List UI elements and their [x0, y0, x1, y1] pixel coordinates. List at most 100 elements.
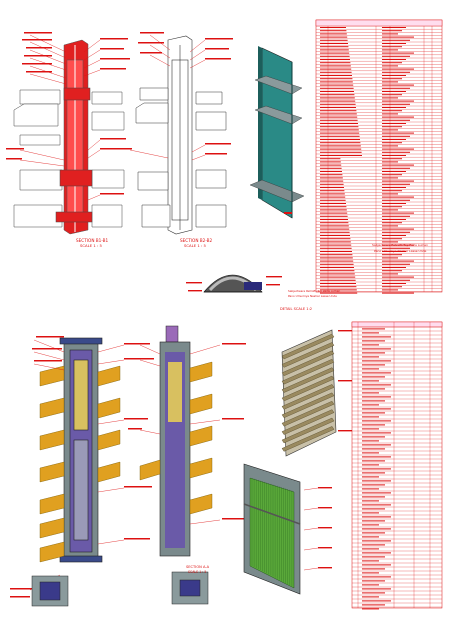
bom-top-row-text — [320, 151, 362, 153]
bom-top-row-text — [382, 151, 410, 153]
bom-top-row-text — [382, 142, 402, 144]
bom-top-row-text — [382, 126, 402, 128]
bom-top-row-text — [382, 231, 410, 233]
bom-top-row-text — [320, 52, 350, 54]
scale-label-b: SCALE 1 : 5 — [184, 243, 206, 248]
bom-bottom-row-text — [362, 372, 391, 374]
outline-annotation-text-blocks — [118, 32, 233, 155]
bom-top-row-text — [382, 135, 410, 137]
bom-top-row-text — [320, 129, 359, 131]
louvre-slat — [281, 400, 335, 427]
bom-top-row-text — [382, 139, 406, 140]
bom-top-row-text — [382, 292, 414, 294]
bom-bottom-row-text — [362, 560, 379, 562]
bom-top-row-text — [320, 59, 350, 60]
section-label-a: SECTION B1-B1 — [76, 238, 109, 243]
bom-top-row-text — [382, 116, 414, 118]
bom-top-row-text — [320, 36, 348, 38]
bom-top-row-text — [382, 39, 410, 41]
bom-top-row-text — [320, 209, 347, 211]
bom-top-row-text — [382, 84, 414, 86]
bom-top-row-text — [382, 171, 406, 172]
bom-top-row-text — [382, 228, 414, 230]
bom-top-row-text — [320, 49, 349, 51]
bom-bottom-row-text — [362, 332, 379, 334]
bom-bottom-row-text — [362, 556, 385, 558]
bom-top-row-text — [320, 235, 350, 236]
bom-top-row-text — [320, 71, 352, 73]
bom-bottom-row-text — [362, 456, 391, 458]
bom-top-row-text — [382, 263, 410, 265]
bom-top-row-text — [382, 174, 402, 176]
louvre-slat — [281, 384, 335, 410]
bom-top-row-text — [320, 145, 361, 147]
bom-top-row-text — [382, 94, 402, 96]
bom-bottom-row-text — [362, 412, 385, 414]
bom-top-row-text — [320, 276, 356, 278]
bom-bottom-row-text — [362, 520, 385, 522]
louvre-slat — [281, 333, 335, 360]
bom-bottom-row-text — [362, 548, 379, 550]
bom-top-row-text — [320, 273, 355, 275]
bom-top-row-text — [382, 36, 414, 38]
bom-top-row-text — [320, 55, 350, 57]
bom-top-row-text — [320, 139, 360, 140]
louvre-slat — [281, 417, 335, 444]
bom-top-row-text — [320, 219, 348, 220]
bom-bottom-row-text — [362, 400, 385, 402]
bom-top-row-text — [382, 196, 414, 198]
bom-top-row-text — [320, 270, 355, 272]
bom-top-row-text — [320, 167, 342, 169]
bom-bottom-row-text — [362, 344, 379, 346]
bom-top-row-text — [382, 247, 410, 249]
teal-panel-isometric — [249, 46, 305, 219]
bom-bottom-row-text — [362, 500, 379, 502]
bom-top-row-text — [320, 247, 352, 249]
bom-bottom-row-text — [362, 516, 391, 518]
bom-top-row-text — [320, 43, 348, 44]
green-panel-lines — [251, 478, 293, 586]
bom-bottom-row-text — [362, 592, 385, 594]
bom-top-row-text — [382, 110, 402, 112]
bom-bottom-row-text — [362, 396, 391, 398]
bom-bottom-row-text — [362, 368, 379, 370]
bom-top-row-text — [382, 27, 406, 28]
bom-top-row-text — [320, 110, 357, 112]
bom-bottom-row-text — [362, 532, 385, 534]
bom-bottom-row-text — [362, 392, 379, 394]
bom-top-row-text — [320, 94, 355, 96]
bom-top-row-text — [320, 244, 352, 246]
louvre-slat — [281, 426, 335, 452]
bom-top-row-text — [320, 103, 356, 105]
bom-bottom-row-text — [362, 568, 385, 570]
bom-bottom-row-text — [362, 364, 385, 366]
bom-top-row-text — [382, 187, 406, 188]
bom-top-row-text — [320, 119, 358, 121]
section-drawing-colored — [10, 336, 209, 607]
bom-top-row-text — [382, 43, 406, 44]
louvre-slat — [281, 350, 335, 377]
bom-bottom-row-text — [362, 380, 379, 382]
bom-bottom-row-text — [362, 424, 385, 426]
bom-top-row-text — [382, 59, 406, 60]
bom-top-row-text — [320, 75, 352, 76]
bom-top-row-text — [320, 62, 351, 64]
bom-bottom-row-text — [362, 496, 385, 498]
bom-top-row-text — [320, 155, 362, 156]
bom-top-row-text — [382, 68, 414, 70]
bom-bottom-row-text — [362, 480, 391, 482]
bom-top-row-text — [320, 158, 341, 160]
bom-top-row-text — [320, 251, 352, 252]
bom-top-row-text — [382, 155, 406, 156]
bom-bottom-row-text — [362, 408, 391, 410]
bom-top-row-text — [320, 187, 344, 188]
bom-top-row-text — [320, 283, 356, 284]
bom-bottom-row-text — [362, 524, 379, 526]
colored-louvre-blades — [39, 365, 121, 563]
bom-top-row-text — [320, 203, 346, 204]
bom-top-row-text — [382, 267, 406, 268]
bom-top-row-text — [320, 206, 347, 208]
bom-bottom-row-text — [362, 460, 385, 462]
bom-top-row-text — [320, 225, 349, 227]
